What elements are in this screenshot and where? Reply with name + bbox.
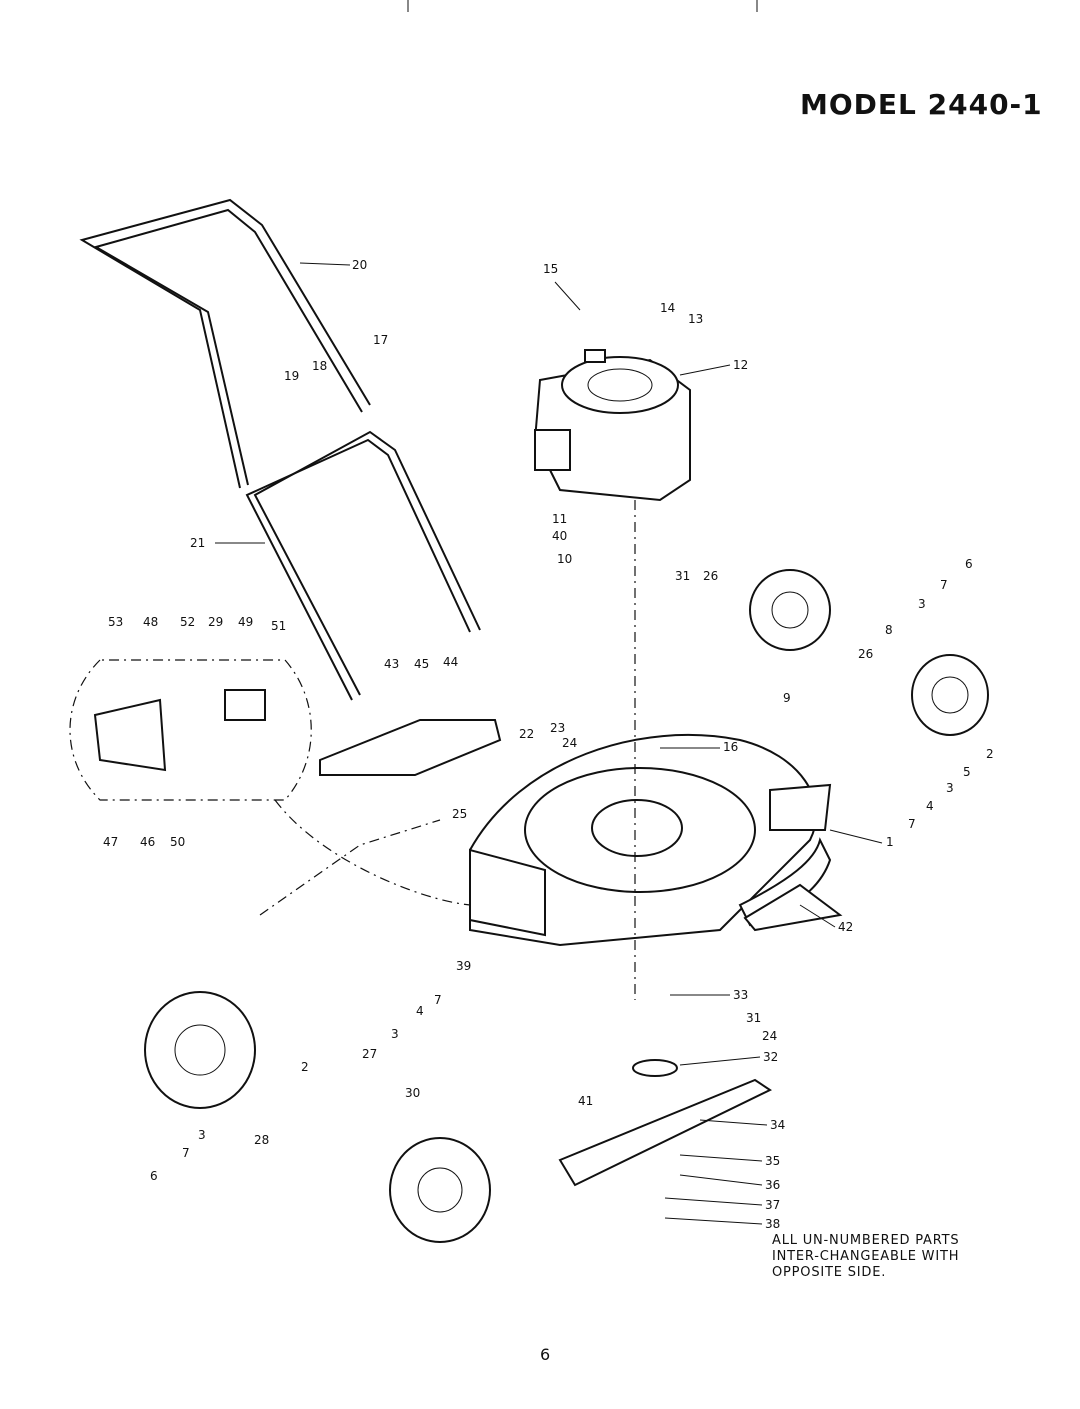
- upper-handle: [79, 198, 371, 489]
- inset-outline: [69, 659, 312, 801]
- callout-31: 31: [675, 569, 690, 583]
- wheel-right-front: [911, 654, 989, 736]
- callout-14: 14: [660, 301, 675, 315]
- callout-10: 10: [557, 552, 572, 566]
- callout-13: 13: [688, 312, 703, 326]
- callout-24b: 24: [762, 1029, 777, 1043]
- page-number: 6: [540, 1345, 551, 1364]
- callout-15: 15: [543, 262, 558, 276]
- mower-deck: [469, 733, 832, 947]
- baffle: [743, 883, 843, 932]
- wheel-left-front: [144, 991, 256, 1109]
- callout-19: 19: [284, 369, 299, 383]
- callout-1: 1: [886, 835, 894, 849]
- callout-labels: 20 15 14 13 12 17 18 19 21 11 40 10 31 2…: [103, 258, 994, 1231]
- callout-3d: 3: [198, 1128, 206, 1142]
- callout-2b: 2: [301, 1060, 309, 1074]
- callout-33: 33: [733, 988, 748, 1002]
- callout-29: 29: [208, 615, 223, 629]
- callout-7d: 7: [182, 1146, 190, 1160]
- callout-22: 22: [519, 727, 534, 741]
- callout-36: 36: [765, 1178, 780, 1192]
- callout-18: 18: [312, 359, 327, 373]
- note-line: OPPOSITE SIDE.: [772, 1265, 887, 1280]
- callout-52: 52: [180, 615, 195, 629]
- callout-37: 37: [765, 1198, 780, 1212]
- callout-45: 45: [414, 657, 429, 671]
- callout-9: 9: [783, 691, 791, 705]
- callout-40: 40: [552, 529, 567, 543]
- callout-32: 32: [763, 1050, 778, 1064]
- callout-4: 4: [926, 799, 934, 813]
- callout-6: 6: [965, 557, 973, 571]
- callout-5: 5: [963, 765, 971, 779]
- callout-27: 27: [362, 1047, 377, 1061]
- callout-3: 3: [918, 597, 926, 611]
- callout-16: 16: [723, 740, 738, 754]
- rear-deflector: [319, 719, 502, 776]
- callout-8: 8: [885, 623, 893, 637]
- engine: [533, 349, 691, 502]
- callout-26: 26: [703, 569, 718, 583]
- callout-51: 51: [271, 619, 286, 633]
- callout-38: 38: [765, 1217, 780, 1231]
- callout-43: 43: [384, 657, 399, 671]
- callout-39: 39: [456, 959, 471, 973]
- callout-46: 46: [140, 835, 155, 849]
- blade: [558, 1078, 773, 1187]
- callout-6b: 6: [150, 1169, 158, 1183]
- blade-adapter: [632, 1059, 678, 1077]
- callout-7c: 7: [434, 993, 442, 1007]
- callout-3c: 3: [391, 1027, 399, 1041]
- callout-24: 24: [562, 736, 577, 750]
- page-title: MODEL 2440-1: [800, 88, 1043, 121]
- callout-50: 50: [170, 835, 185, 849]
- callout-25: 25: [452, 807, 467, 821]
- callout-17: 17: [373, 333, 388, 347]
- callout-12: 12: [733, 358, 748, 372]
- callout-23: 23: [550, 721, 565, 735]
- wheel-right-rear: [749, 569, 831, 651]
- callout-3b: 3: [946, 781, 954, 795]
- callout-26b: 26: [858, 647, 873, 661]
- callout-41: 41: [578, 1094, 593, 1108]
- callout-49: 49: [238, 615, 253, 629]
- callout-48: 48: [143, 615, 158, 629]
- wheel-left-rear: [389, 1137, 491, 1243]
- callout-11: 11: [552, 512, 567, 526]
- callout-21: 21: [190, 536, 205, 550]
- callout-30: 30: [405, 1086, 420, 1100]
- callout-20: 20: [352, 258, 367, 272]
- callout-28: 28: [254, 1133, 269, 1147]
- note-line: ALL UN-NUMBERED PARTS: [772, 1233, 960, 1248]
- callout-7: 7: [940, 578, 948, 592]
- interchangeable-parts-note: ALL UN-NUMBERED PARTS INTER-CHANGEABLE W…: [772, 1233, 959, 1281]
- callout-7b: 7: [908, 817, 916, 831]
- callout-47: 47: [103, 835, 118, 849]
- callout-53: 53: [108, 615, 123, 629]
- callout-42: 42: [838, 920, 853, 934]
- lower-handle: [245, 430, 481, 701]
- note-line: INTER-CHANGEABLE WITH: [772, 1249, 960, 1264]
- callout-31b: 31: [746, 1011, 761, 1025]
- callout-44: 44: [443, 655, 458, 669]
- callout-34: 34: [770, 1118, 785, 1132]
- callout-35: 35: [765, 1154, 780, 1168]
- callout-4b: 4: [416, 1004, 424, 1018]
- callout-2: 2: [986, 747, 994, 761]
- leader-lines: [215, 262, 883, 1225]
